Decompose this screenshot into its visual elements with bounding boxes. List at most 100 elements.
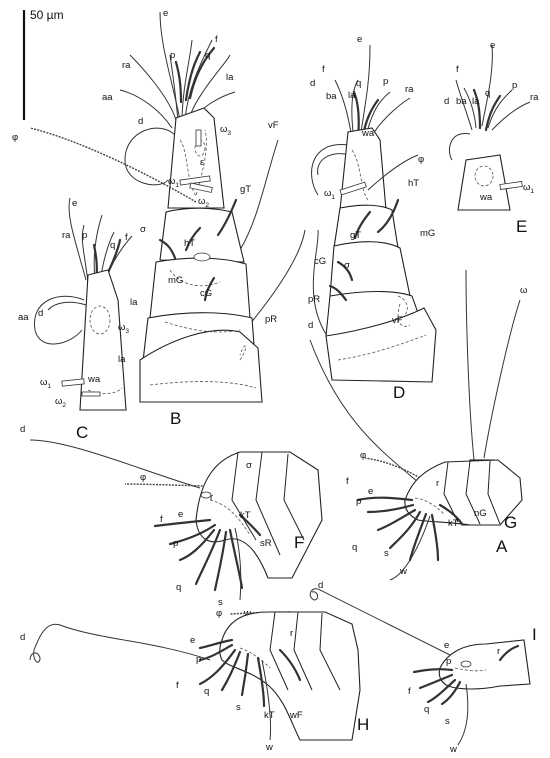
- label-c-d: d: [38, 308, 43, 319]
- label-d-e: e: [357, 34, 362, 45]
- label-d-omega1: ω1: [324, 188, 335, 201]
- label-c-omega2: ω2: [55, 396, 66, 409]
- label-f-e: e: [178, 509, 183, 520]
- label-c-la2: la: [118, 354, 126, 365]
- label-e-wa: wa: [479, 192, 493, 203]
- label-d-phi: φ: [418, 154, 424, 165]
- label-c-omega1: ω1: [40, 377, 51, 390]
- label-i-r: r: [497, 646, 500, 657]
- label-c-f: f: [125, 232, 128, 243]
- label-d-wa: wa: [361, 128, 375, 139]
- label-g-ng: nG: [474, 508, 487, 519]
- panel-e: e f d ba la q p ra ω1 wa E: [444, 40, 539, 236]
- label-g-r: r: [436, 478, 439, 489]
- label-i-f: f: [408, 686, 411, 697]
- panel-letter-b: B: [170, 409, 181, 428]
- label-b-pr: pR: [265, 314, 277, 325]
- label-g-w: w: [399, 566, 407, 577]
- scale-bar: 50 µm: [22, 8, 64, 120]
- label-h-wf: wF: [289, 710, 303, 721]
- label-a-omega: ω: [520, 285, 528, 296]
- label-b-f: f: [215, 34, 218, 45]
- label-h-q: q: [204, 686, 209, 697]
- label-g-phi: φ: [360, 450, 366, 461]
- label-b-cg: cG: [200, 288, 212, 299]
- label-h-e: e: [190, 635, 195, 646]
- label-d-sigma: σ: [344, 260, 350, 271]
- label-b-ra: ra: [122, 60, 131, 71]
- label-b-mg: mG: [168, 275, 183, 286]
- label-b-gt: gT: [240, 184, 251, 195]
- label-e-p: p: [512, 80, 517, 91]
- label-b-sigma: σ: [140, 224, 146, 235]
- label-c-e: e: [72, 198, 77, 209]
- label-c-p: p: [82, 230, 87, 241]
- label-b-d: d: [138, 116, 143, 127]
- panel-letter-d: D: [393, 383, 405, 402]
- label-b-la: la: [226, 72, 234, 83]
- label-f-f: f: [160, 514, 163, 525]
- label-e-q: q: [485, 88, 490, 99]
- label-b-omega1: ω1: [168, 176, 179, 189]
- label-b-vf: vF: [268, 120, 279, 131]
- label-f-phi: φ: [140, 472, 146, 483]
- label-d-ba: ba: [326, 91, 337, 102]
- panel-letter-a: A: [496, 537, 508, 556]
- panel-letter-e: E: [516, 217, 527, 236]
- label-b-phi: φ: [12, 132, 18, 143]
- label-i-d: d: [318, 580, 323, 591]
- label-e-ba: ba: [456, 96, 467, 107]
- label-e-omega1: ω1: [523, 182, 534, 195]
- label-c-wa: wa: [87, 374, 101, 385]
- panel-letter-c: C: [76, 423, 88, 442]
- label-d-q: q: [356, 78, 361, 89]
- panel-i: d e p r f q s w I: [309, 580, 537, 755]
- label-i-e: e: [444, 640, 449, 651]
- label-d-vf: vF: [392, 315, 403, 326]
- label-b-q: q: [205, 50, 210, 61]
- label-b-omega2: ω2: [198, 196, 209, 209]
- panel-g: d φ f e p r nG kT q s w G: [308, 320, 523, 581]
- label-e-f: f: [456, 64, 459, 75]
- label-f-q: q: [176, 582, 181, 593]
- label-g-p: p: [356, 496, 361, 507]
- label-h-d: d: [20, 632, 25, 643]
- label-f-sigma: σ: [246, 460, 252, 471]
- label-d-pr: pR: [308, 294, 320, 305]
- label-b-ht: hT: [184, 238, 195, 249]
- label-b-e: e: [163, 8, 168, 19]
- label-f-kt: kT: [240, 510, 251, 521]
- label-d-mg: mG: [420, 228, 435, 239]
- label-e-la: la: [472, 96, 480, 107]
- panel-c: e ra p q f aa d ω3 la la wa ω1 ω2 C: [18, 197, 138, 442]
- label-e-e: e: [490, 40, 495, 51]
- panel-d: e f d ba q la p ra wa φ ω1 hT gT mG cG σ…: [308, 34, 437, 402]
- label-b-epsilon: ε: [200, 157, 205, 168]
- label-b-aa: aa: [102, 92, 113, 103]
- label-d-gt: gT: [350, 230, 361, 241]
- label-g-d: d: [308, 320, 313, 331]
- label-i-s: s: [445, 716, 450, 727]
- panel-b: e f p q ra la aa d ω3 ε ω1 ω2 φ vF gT σ …: [12, 8, 306, 428]
- label-e-ra: ra: [530, 92, 539, 103]
- scale-bar-label: 50 µm: [30, 8, 64, 22]
- label-c-ra: ra: [62, 230, 71, 241]
- label-c-q: q: [110, 240, 115, 251]
- label-c-omega3: ω3: [118, 322, 129, 335]
- label-g-f: f: [346, 476, 349, 487]
- panel-letter-i: I: [532, 625, 537, 644]
- label-d-d: d: [310, 78, 315, 89]
- label-h-f: f: [176, 680, 179, 691]
- label-f-sr: sR: [260, 538, 272, 549]
- panel-h: d φ r e p f q s kT wF w H: [20, 608, 369, 753]
- label-d-f: f: [322, 64, 325, 75]
- panel-f: d φ σ r f e p kT sR q s w F: [20, 424, 323, 619]
- label-i-w: w: [449, 744, 457, 755]
- label-d-ht: hT: [408, 178, 419, 189]
- label-f-s: s: [218, 597, 223, 608]
- label-h-kt: kT: [264, 710, 275, 721]
- label-b-omega3: ω3: [220, 124, 231, 137]
- label-b-p: p: [170, 50, 175, 61]
- label-h-phi: φ: [216, 608, 222, 619]
